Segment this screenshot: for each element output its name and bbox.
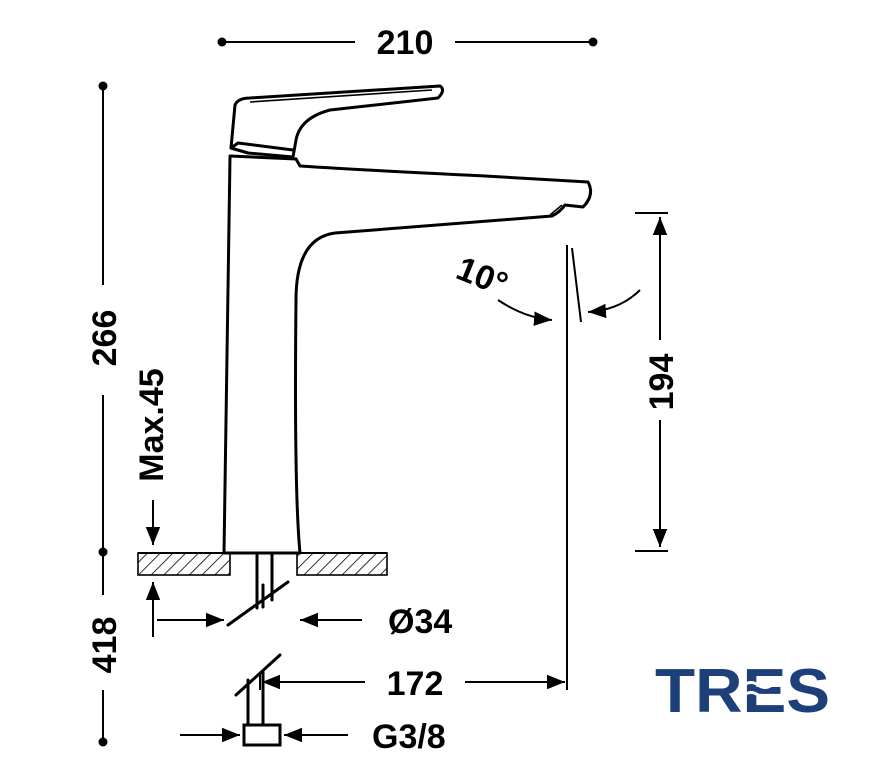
spout-reach-dimension: 172 [259, 245, 568, 703]
supply-hoses [226, 551, 290, 747]
max-deck-label: Max.45 [133, 368, 171, 481]
width-dimension: 210 [217, 24, 598, 62]
below-deck-label: 418 [86, 617, 124, 674]
width-label: 210 [377, 24, 434, 62]
logo-wave [743, 681, 773, 689]
logo-wave [743, 691, 773, 699]
faucet-body [222, 84, 593, 555]
brand-logo: TRES [655, 657, 830, 726]
angle-dimension: 10° [451, 247, 641, 326]
angle-label: 10° [451, 250, 513, 304]
base-diameter-dimension: Ø34 [157, 603, 452, 641]
spout-reach-label: 172 [387, 665, 444, 703]
connection-label: G3/8 [372, 718, 446, 756]
max-deck-dimension: Max.45 [133, 368, 171, 637]
countertop [137, 552, 388, 576]
total-height-label: 266 [86, 310, 124, 367]
base-diameter-label: Ø34 [388, 603, 452, 641]
spout-height-dimension: 194 [635, 212, 681, 552]
total-height-dimension: 266 [86, 81, 124, 557]
below-deck-dimension: 418 [86, 552, 124, 747]
logo-wordmark: TRES [655, 657, 830, 726]
connection-dimension: G3/8 [180, 718, 446, 756]
spout-height-label: 194 [643, 354, 681, 411]
